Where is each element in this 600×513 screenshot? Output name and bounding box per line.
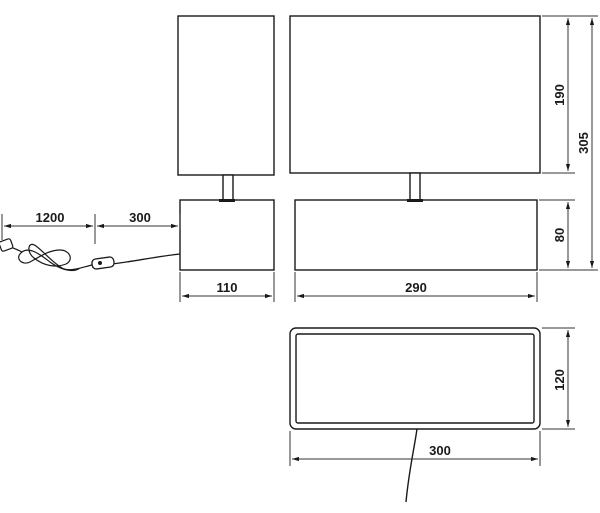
front-stem-collar	[407, 199, 423, 202]
dim-side-width: 110	[179, 272, 275, 302]
front-stem	[409, 172, 421, 201]
top-cord	[405, 428, 418, 503]
dim-label-base-height: 80	[552, 228, 567, 242]
dim-front-width: 290	[294, 272, 538, 302]
inline-switch	[91, 256, 115, 270]
top-inner	[295, 333, 535, 424]
dim-label-switch-distance: 300	[129, 210, 151, 225]
power-cord	[0, 238, 181, 272]
dim-top-width: 300	[289, 431, 541, 466]
side-stem	[222, 174, 234, 201]
side-base	[179, 199, 275, 271]
coiled-cord	[18, 243, 93, 272]
dim-label-top-depth: 120	[552, 369, 567, 391]
front-view	[289, 15, 541, 271]
dim-heights: 190 80 305	[539, 15, 598, 271]
side-shade	[177, 15, 275, 176]
top-view	[289, 327, 541, 503]
dim-cord: 1200 300	[1, 210, 181, 244]
front-shade	[289, 15, 541, 174]
plug	[0, 238, 14, 252]
side-view	[177, 15, 275, 271]
dim-label-total-height: 305	[576, 132, 591, 154]
side-stem-collar	[219, 199, 235, 202]
dim-label-side-width: 110	[217, 280, 238, 295]
cord-to-switch	[111, 253, 181, 265]
dim-top-depth: 120	[542, 327, 575, 430]
dim-label-front-width: 290	[405, 280, 427, 295]
dim-label-top-width: 300	[429, 443, 451, 458]
front-base	[294, 199, 538, 271]
dim-label-cord-length: 1200	[36, 210, 65, 225]
switch-button	[98, 261, 102, 265]
dim-label-shade-height: 190	[552, 84, 567, 106]
